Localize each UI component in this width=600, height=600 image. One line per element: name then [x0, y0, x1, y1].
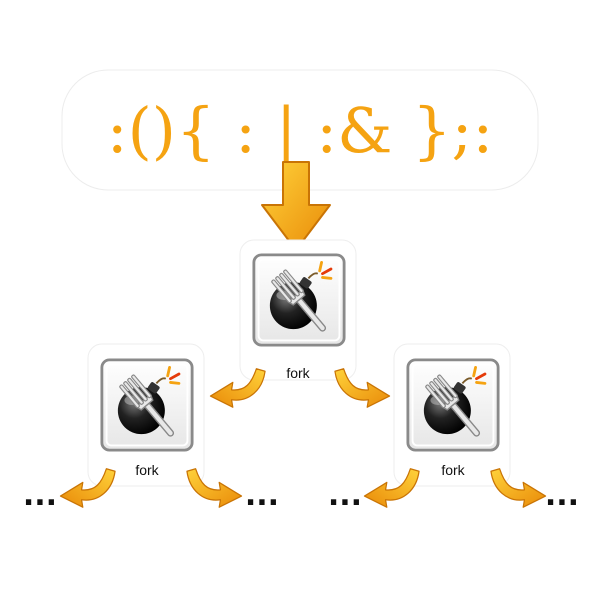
fork-node-right: fork: [393, 343, 511, 487]
fork-label-left: fork: [135, 462, 159, 478]
ellipsis-far-right: ...: [545, 478, 579, 513]
curved-arrow-left-icon: [363, 468, 420, 508]
code-text: :(){ : | :& };:: [107, 94, 494, 167]
down-arrow-icon: [261, 161, 331, 251]
curved-arrow-right-icon: [334, 368, 391, 408]
fork-label-top: fork: [286, 365, 310, 381]
code-halo: :(){ : | :& };:: [107, 94, 494, 167]
curved-arrow-left-icon: [209, 368, 266, 408]
ellipsis-center-right: ...: [328, 478, 362, 513]
fork-bomb-icon: [100, 358, 194, 452]
fork-label-right: fork: [441, 462, 465, 478]
curved-arrow-right-icon: [490, 468, 547, 508]
fork-node-left: fork: [87, 343, 205, 487]
fork-node-top: fork: [239, 239, 357, 381]
ellipsis-center-left: ...: [245, 478, 279, 513]
ellipsis-far-left: ...: [23, 478, 57, 513]
curved-arrow-right-icon: [186, 468, 243, 508]
fork-bomb-icon: [252, 253, 346, 347]
fork-bomb-icon: [406, 358, 500, 452]
